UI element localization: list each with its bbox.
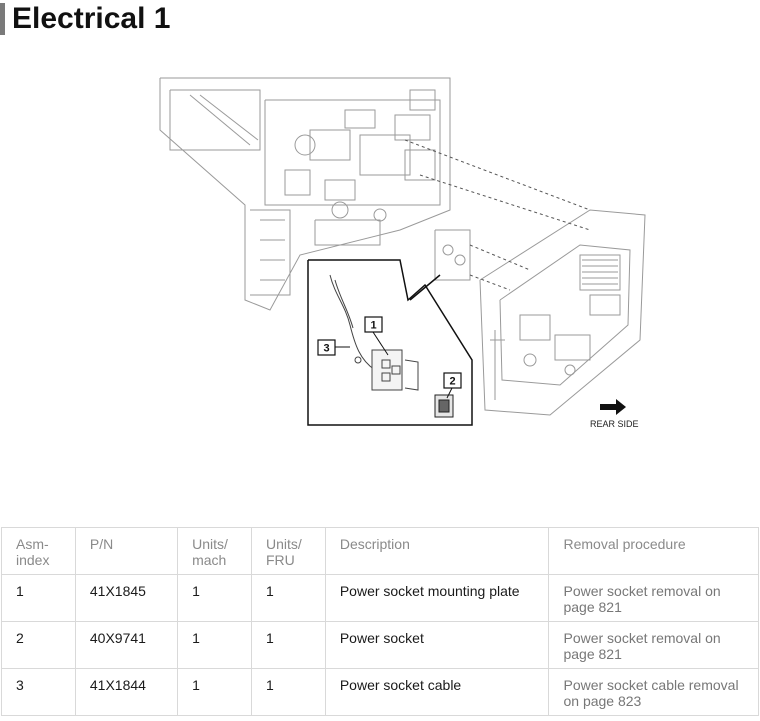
cell-units-mach: 1: [177, 668, 252, 716]
cell-units-fru: 1: [250, 621, 326, 669]
callout-3: 3: [317, 339, 350, 356]
cell-asm-index: 3: [1, 668, 76, 716]
header-units-fru: Units/ FRU: [250, 527, 326, 575]
header-description: Description: [324, 527, 550, 575]
detail-inset: 1 2 3: [307, 259, 473, 426]
cell-units-fru: 1: [250, 574, 326, 622]
alignment-lines: [404, 139, 591, 291]
cell-description: Power socket cable: [324, 668, 550, 716]
rear-side-label: REAR SIDE: [590, 419, 639, 429]
removal-link[interactable]: Power socket removal on page 821: [548, 574, 759, 622]
callout-1: 1: [364, 316, 389, 356]
cell-description: Power socket: [324, 621, 550, 669]
removal-link[interactable]: Power socket removal on page 821: [548, 621, 759, 669]
table-row: 3 41X1844 1 1 Power socket cable Power s…: [1, 668, 759, 716]
cell-description: Power socket mounting plate: [324, 574, 550, 622]
header-removal: Removal procedure: [548, 527, 759, 575]
title-accent-bar: [0, 3, 5, 35]
page-title: Electrical 1: [12, 2, 171, 35]
header-pn: P/N: [74, 527, 179, 575]
callout-2: 2: [443, 372, 462, 399]
header-asm-index: Asm- index: [1, 527, 76, 575]
cell-units-mach: 1: [177, 621, 252, 669]
parts-diagram: 1 2 3 REAR SIDE: [150, 70, 650, 435]
cell-asm-index: 2: [1, 621, 76, 669]
arrow-right-icon: [600, 399, 626, 415]
cell-pn: 40X9741: [74, 621, 179, 669]
svg-text:3: 3: [323, 343, 329, 355]
table-row: 1 41X1845 1 1 Power socket mounting plat…: [1, 574, 759, 622]
removal-link[interactable]: Power socket cable removal on page 823: [548, 668, 759, 716]
table-row: 2 40X9741 1 1 Power socket Power socket …: [1, 621, 759, 669]
parts-table: Asm- index P/N Units/ mach Units/ FRU De…: [1, 527, 759, 716]
cell-units-fru: 1: [250, 668, 326, 716]
cell-units-mach: 1: [177, 574, 252, 622]
cell-pn: 41X1845: [74, 574, 179, 622]
cell-asm-index: 1: [1, 574, 76, 622]
cell-pn: 41X1844: [74, 668, 179, 716]
header-units-mach: Units/ mach: [177, 527, 252, 575]
table-header-row: Asm- index P/N Units/ mach Units/ FRU De…: [1, 527, 759, 575]
svg-text:1: 1: [370, 320, 376, 332]
machine-frame: [159, 77, 646, 416]
svg-text:2: 2: [449, 376, 455, 388]
diagram-svg: 1 2 3 REAR SIDE: [159, 77, 646, 429]
